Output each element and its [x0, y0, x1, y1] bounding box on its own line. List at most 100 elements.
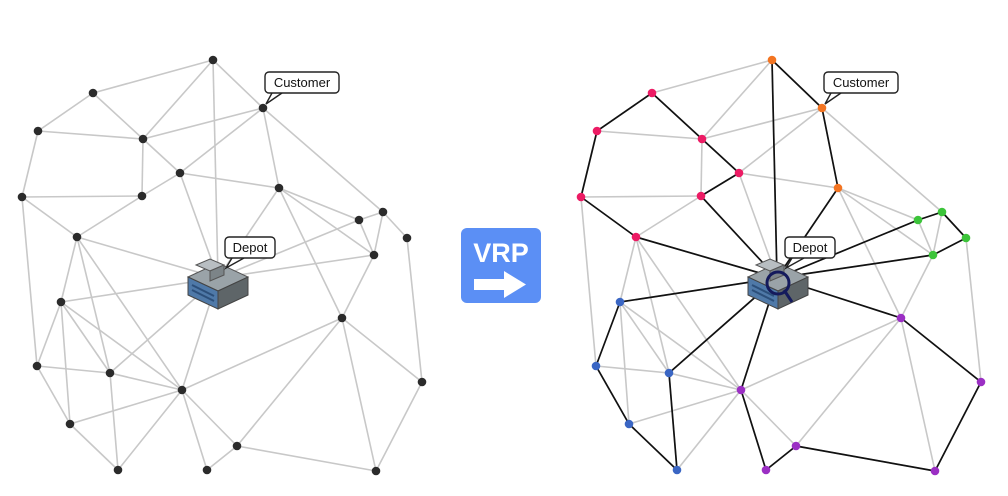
graph-edge — [619, 301, 630, 425]
graph-edge — [36, 365, 71, 425]
route-segment — [580, 130, 598, 198]
graph-edge — [36, 365, 111, 374]
customer-node — [65, 419, 75, 429]
graph-edge — [382, 211, 408, 239]
graph-edge — [700, 138, 703, 197]
graph-edge — [900, 254, 934, 319]
depot-icon-left — [186, 258, 250, 310]
depot-label: Depot — [793, 240, 828, 255]
graph-edge — [837, 187, 902, 319]
customer-node — [371, 466, 381, 476]
customer-label: Customer — [274, 75, 331, 90]
customer-node — [930, 466, 940, 476]
graph-edge — [278, 187, 343, 319]
graph-edge — [36, 301, 62, 367]
graph-edge — [917, 219, 934, 256]
graph-edge — [212, 59, 264, 109]
graph-edge — [821, 107, 943, 213]
route-segment — [628, 423, 678, 471]
graph-edge — [76, 236, 111, 374]
graph-edge — [635, 236, 742, 391]
graph-edge — [69, 389, 183, 425]
graph-edge — [358, 219, 375, 256]
graph-edge — [596, 130, 703, 140]
graph-edge — [701, 59, 773, 140]
customer-callout-right: Customer — [823, 71, 899, 105]
graph-edge — [932, 211, 943, 256]
graph-edge — [60, 301, 183, 391]
route-segment — [776, 219, 919, 279]
route-segment — [900, 317, 982, 383]
graph-edge — [109, 372, 183, 391]
graph-edge — [181, 317, 343, 391]
route-segment — [651, 92, 703, 140]
route-segment — [668, 372, 678, 471]
graph-edge — [92, 59, 214, 94]
graph-edge — [619, 301, 670, 374]
graph-edge — [217, 254, 375, 279]
customer-node — [928, 250, 938, 260]
graph-edge — [373, 211, 384, 256]
customer-node — [697, 134, 707, 144]
left-graph-edges — [21, 59, 423, 472]
customer-node — [258, 103, 268, 113]
customer-node — [88, 88, 98, 98]
customer-node — [232, 441, 242, 451]
graph-edge — [900, 317, 936, 472]
graph-edge — [406, 237, 423, 383]
route-segment — [765, 445, 797, 471]
right-arrow-icon — [474, 271, 526, 298]
graph-edge — [236, 317, 343, 447]
customer-node — [369, 250, 379, 260]
customer-node — [378, 207, 388, 217]
graph-edge — [37, 92, 94, 132]
customer-node — [896, 313, 906, 323]
graph-edge — [179, 172, 280, 189]
customer-node — [354, 215, 364, 225]
customer-node — [33, 126, 43, 136]
graph-edge — [217, 219, 360, 279]
customer-node — [631, 232, 641, 242]
customer-node — [576, 192, 586, 202]
graph-edge — [375, 381, 423, 472]
customer-node — [113, 465, 123, 475]
graph-edge — [21, 130, 39, 198]
route-segment — [635, 236, 778, 279]
customer-label: Customer — [833, 75, 890, 90]
depot-icon-right — [746, 258, 810, 310]
graph-edge — [738, 172, 839, 189]
customer-node — [202, 465, 212, 475]
customer-node — [17, 192, 27, 202]
route-segment — [595, 301, 621, 367]
customer-node — [274, 183, 284, 193]
graph-edge — [619, 301, 742, 391]
graph-edge — [262, 107, 384, 213]
graph-edge — [212, 59, 219, 279]
route-segment — [795, 445, 936, 472]
graph-edge — [206, 445, 238, 471]
graph-edge — [740, 389, 797, 447]
customer-node — [734, 168, 744, 178]
graph-edge — [179, 107, 264, 174]
graph-edge — [278, 187, 375, 256]
graph-edge — [341, 317, 423, 383]
graph-edge — [795, 317, 902, 447]
graph-edge — [635, 195, 702, 238]
customer-node — [761, 465, 771, 475]
graph-edge — [141, 172, 181, 197]
graph-edge — [142, 138, 181, 174]
graph-edge — [278, 187, 360, 221]
depot-callout-right: Depot — [784, 236, 836, 270]
graph-edge — [580, 196, 597, 367]
route-segment — [740, 389, 767, 471]
graph-edge — [37, 130, 144, 140]
graph-edge — [60, 236, 78, 303]
depot-callout-left: Depot — [224, 236, 276, 270]
loading-cursor-icon — [765, 270, 794, 303]
customer-node — [672, 465, 682, 475]
route-segment — [700, 172, 740, 197]
customer-node — [767, 55, 777, 65]
customer-node — [736, 385, 746, 395]
customer-node — [591, 361, 601, 371]
